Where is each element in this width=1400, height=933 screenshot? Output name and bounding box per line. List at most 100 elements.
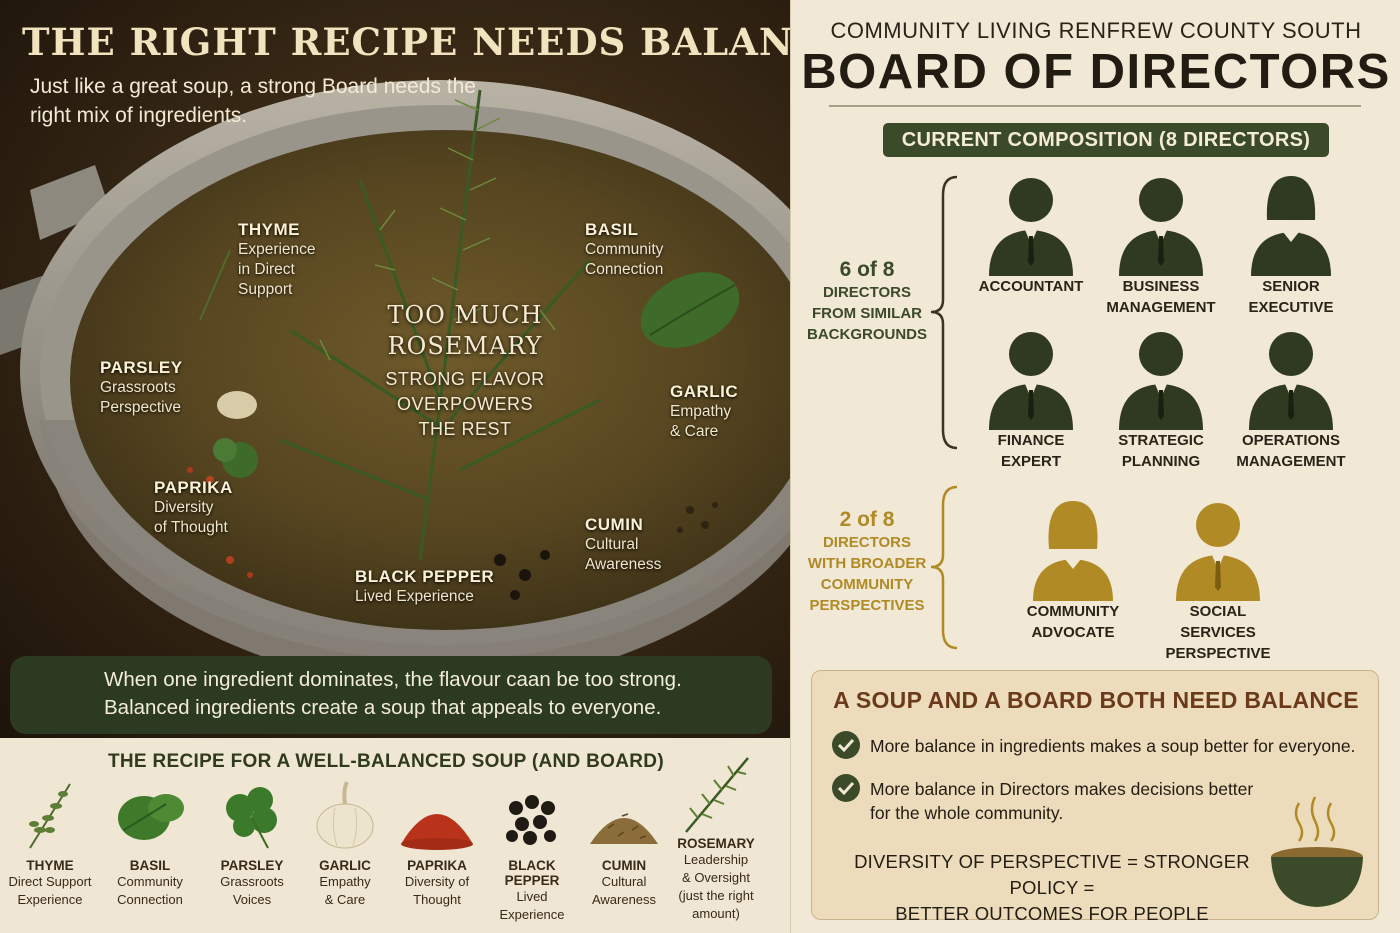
director-accountant: ACCOUNTANT xyxy=(966,172,1096,297)
director-label: STRATEGIC xyxy=(1118,432,1204,449)
rosemary-sprig-icon xyxy=(685,757,749,833)
director-label: PERSPECTIVE xyxy=(1165,645,1271,662)
director-business-management: BUSINESS MANAGEMENT xyxy=(1096,172,1226,318)
ingredient-name: BLACK PEPPER xyxy=(355,567,495,586)
balance-point-line: More balance in Directors makes decision… xyxy=(870,779,1254,799)
group2-text: COMMUNITY xyxy=(820,576,914,593)
rosemary-heading: ROSEMARY xyxy=(387,332,543,360)
recipe-item-desc: Awareness xyxy=(591,892,657,907)
group2-count: 2 of 8 xyxy=(839,508,895,531)
divider xyxy=(829,105,1361,107)
person-silhouette-icon xyxy=(1119,178,1203,276)
recipe-item-desc: Direct Support xyxy=(8,874,92,889)
main-subtitle: Just like a great soup, a strong Board n… xyxy=(30,75,476,127)
pot-illustration xyxy=(0,80,790,700)
rosemary-text: STRONG FLAVOR xyxy=(385,369,545,389)
group1-text: FROM SIMILAR xyxy=(812,305,922,322)
banner-line: When one ingredient dominates, the flavo… xyxy=(104,668,682,691)
group2-label: 2 of 8 DIRECTORS WITH BROADER COMMUNITY … xyxy=(803,508,931,616)
ingredient-desc: Grassroots xyxy=(100,379,176,396)
rosemary-text: OVERPOWERS xyxy=(396,394,534,414)
person-silhouette-icon xyxy=(989,178,1073,276)
check-icon xyxy=(832,774,860,802)
diversity-formula: DIVERSITY OF PERSPECTIVE = STRONGER POLI… xyxy=(842,849,1262,927)
recipe-item-desc: Leadership xyxy=(683,852,749,867)
soup-bowl-icon xyxy=(1271,796,1363,907)
recipe-item-desc: Voices xyxy=(232,892,272,907)
rosemary-callout: TOO MUCH ROSEMARY STRONG FLAVOR OVERPOWE… xyxy=(360,300,570,442)
balance-title: A SOUP AND A BOARD BOTH NEED BALANCE xyxy=(833,687,1359,713)
ingredient-desc: of Thought xyxy=(154,519,228,536)
organization-name: COMMUNITY LIVING RENFREW COUNTY SOUTH xyxy=(830,18,1362,43)
recipe-item-desc: (just the right xyxy=(678,888,754,903)
recipe-item-name: ROSEMARY xyxy=(677,836,755,851)
formula-line: BETTER OUTCOMES FOR PEOPLE xyxy=(895,903,1209,924)
ingredient-desc: Community xyxy=(585,241,664,258)
director-label: COMMUNITY xyxy=(1026,603,1120,620)
ingredient-name: PAPRIKA xyxy=(154,478,233,497)
board-title: BOARD OF DIRECTORS xyxy=(801,45,1391,99)
recipe-item-basil: BASIL Community Connection xyxy=(102,778,198,909)
director-finance-expert: FINANCE EXPERT xyxy=(966,326,1096,472)
recipe-item-desc: Experience xyxy=(17,892,83,907)
ingredient-black-pepper: BLACK PEPPER Lived Experience xyxy=(355,567,494,607)
recipe-item-name: BLACK PEPPER xyxy=(504,858,560,888)
ingredient-parsley: PARSLEY Grassroots Perspective xyxy=(100,358,183,418)
ingredient-desc: Connection xyxy=(585,261,664,278)
person-silhouette-icon xyxy=(1119,332,1203,430)
parsley-icon xyxy=(226,787,277,849)
bracket-group1 xyxy=(930,175,958,450)
balance-point-text: More balance in Directors makes decision… xyxy=(870,777,1370,825)
director-label: EXPERT xyxy=(1000,453,1061,470)
recipe-item-black-pepper: BLACK PEPPER Lived Experience xyxy=(484,778,580,924)
board-panel: COMMUNITY LIVING RENFREW COUNTY SOUTH BO… xyxy=(790,0,1400,933)
recipe-item-desc: Lived xyxy=(516,889,548,904)
director-social-services: SOCIAL SERVICES PERSPECTIVE xyxy=(1153,497,1283,664)
person-silhouette-icon xyxy=(1249,332,1333,430)
recipe-item-thyme: THYME Direct Support Experience xyxy=(2,778,98,909)
ingredient-thyme: THYME Experience in Direct Support xyxy=(238,220,316,300)
recipe-item-desc: Thought xyxy=(413,892,461,907)
recipe-item-desc: & Care xyxy=(324,892,366,907)
ingredient-paprika: PAPRIKA Diversity of Thought xyxy=(154,478,233,538)
soup-illustration-panel: THE RIGHT RECIPE NEEDS BALANCE Just like… xyxy=(0,0,790,738)
recipe-item-name: THYME xyxy=(26,858,74,873)
balance-point-line: for the whole community. xyxy=(870,803,1064,823)
director-label: PLANNING xyxy=(1121,453,1201,470)
ingredient-name: CUMIN xyxy=(585,515,644,534)
ingredient-name: GARLIC xyxy=(670,382,739,401)
ingredient-desc: Support xyxy=(238,281,293,298)
recipe-strip: THE RECIPE FOR A WELL-BALANCED SOUP (AND… xyxy=(0,738,790,933)
rosemary-heading: TOO MUCH xyxy=(387,301,543,329)
group2-text: PERSPECTIVES xyxy=(809,597,925,614)
recipe-item-desc: Community xyxy=(117,874,183,889)
balance-point-line: More balance in ingredients makes a soup… xyxy=(870,736,1356,756)
recipe-item-name: GARLIC xyxy=(319,858,371,873)
peppercorn-icon xyxy=(506,795,556,845)
recipe-item-name: PARSLEY xyxy=(220,858,284,873)
ingredient-basil: BASIL Community Connection xyxy=(585,220,663,280)
group2-text: WITH BROADER xyxy=(807,555,927,572)
recipe-item-desc: Grassroots xyxy=(220,874,284,889)
director-label: BUSINESS xyxy=(1122,278,1200,295)
recipe-item-desc: Diversity of xyxy=(404,874,470,889)
group2-text: DIRECTORS xyxy=(822,534,912,551)
director-label: MANAGEMENT xyxy=(1106,299,1216,316)
bracket-group2 xyxy=(930,485,958,650)
banner-line: Balanced ingredients create a soup that … xyxy=(104,696,662,719)
recipe-item-garlic: GARLIC Empathy & Care xyxy=(297,778,393,909)
person-silhouette-icon xyxy=(1176,503,1260,601)
recipe-item-parsley: PARSLEY Grassroots Voices xyxy=(204,778,300,909)
ingredient-name: BASIL xyxy=(585,220,639,239)
recipe-item-cumin: CUMIN Cultural Awareness xyxy=(576,778,672,909)
director-label: MANAGEMENT xyxy=(1236,453,1346,470)
recipe-item-rosemary: ROSEMARY Leadership & Oversight (just th… xyxy=(668,752,764,923)
recipe-item-desc: amount) xyxy=(692,906,740,921)
recipe-item-desc: Connection xyxy=(117,892,183,907)
thyme-icon xyxy=(29,783,71,849)
ingredient-desc: & Care xyxy=(670,423,719,440)
balance-point-text: More balance in ingredients makes a soup… xyxy=(870,734,1370,758)
person-silhouette-icon xyxy=(989,332,1073,430)
director-label: ADVOCATE xyxy=(1031,624,1115,641)
ingredient-desc: Awareness xyxy=(585,556,662,573)
